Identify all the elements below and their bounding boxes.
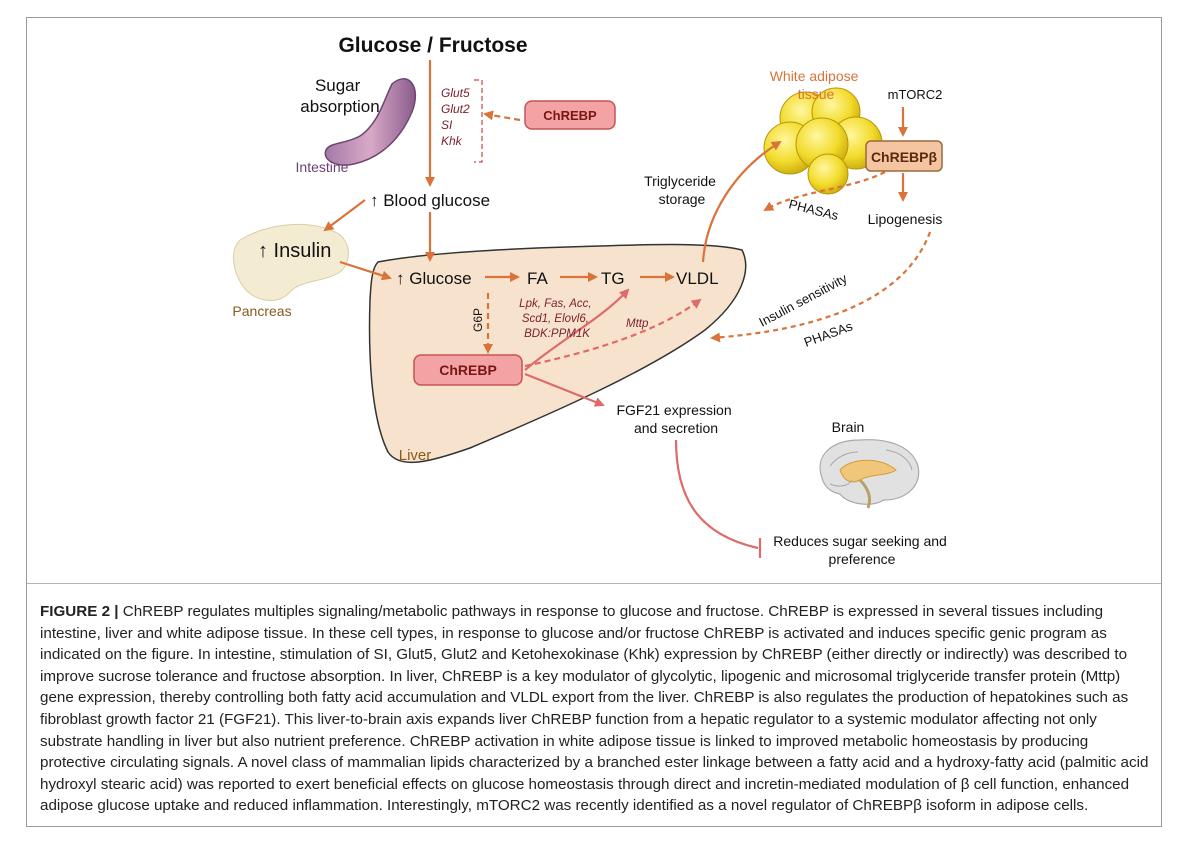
mtorc2-label: mTORC2 (888, 87, 943, 102)
figure-frame (26, 17, 1162, 827)
brain-label: Brain (832, 419, 865, 435)
reduces-sugar-label: Reduces sugar seeking and preference (773, 533, 950, 567)
liver-label: Liver (399, 447, 432, 464)
pancreas-shape (232, 224, 349, 301)
intestine-genes: Glut5 Glut2 SI Khk (441, 86, 473, 148)
adipose-cells-icon (763, 87, 883, 195)
sugar-absorption-label: Sugar absorption (300, 76, 379, 116)
insulin-sensitivity-label: Insulin sensitivity (756, 270, 850, 329)
insulin-label: ↑ Insulin (258, 240, 331, 262)
pathway-diagram: Glucose / Fructose Sugar absorption Inte… (232, 34, 950, 567)
caption-text: ChREBP regulates multiples signaling/met… (40, 603, 1149, 815)
glucose-label: ↑ Glucose (396, 269, 472, 288)
vldl-label: VLDL (676, 269, 719, 288)
fa-label: FA (527, 269, 548, 288)
chrebp-box-liver (413, 354, 523, 386)
phasas-adipose-label: PHASAs (787, 196, 840, 223)
fgf21-label: FGF21 expression and secretion (616, 402, 735, 436)
arrows-orange (323, 60, 932, 354)
mttp-label: Mttp (626, 318, 649, 330)
liver-genes: Lpk, Fas, Acc, Scd1, Elovl6, BDK:PPM1K (519, 298, 595, 340)
blood-glucose-label: ↑ Blood glucose (370, 191, 490, 210)
chrebp-label-liver: ChREBP (439, 362, 497, 378)
liver-shape (368, 243, 747, 464)
arrows-red (524, 288, 762, 558)
chrebp-label-intestine: ChREBP (543, 108, 597, 123)
tg-label: TG (601, 269, 625, 288)
figure-caption: FIGURE 2 | ChREBP regulates multiples si… (40, 601, 1152, 817)
pancreas-label: Pancreas (232, 303, 291, 319)
intestine-label: Intestine (296, 159, 349, 175)
g6p-label: G6P (471, 308, 485, 332)
triglyceride-storage-label: Triglyceride storage (644, 173, 720, 207)
white-adipose-label: White adipose tissue (770, 68, 863, 102)
brain-icon (819, 439, 920, 509)
caption-separator (27, 583, 1161, 584)
intestine-shape (324, 78, 417, 166)
caption-label: FIGURE 2 | (40, 603, 119, 620)
lipogenesis-label: Lipogenesis (868, 211, 943, 227)
chrebp-beta-box (865, 140, 943, 172)
diagram-title: Glucose / Fructose (338, 34, 527, 57)
chrebp-box-intestine (524, 100, 616, 130)
chrebp-beta-label: ChREBPβ (871, 149, 938, 165)
